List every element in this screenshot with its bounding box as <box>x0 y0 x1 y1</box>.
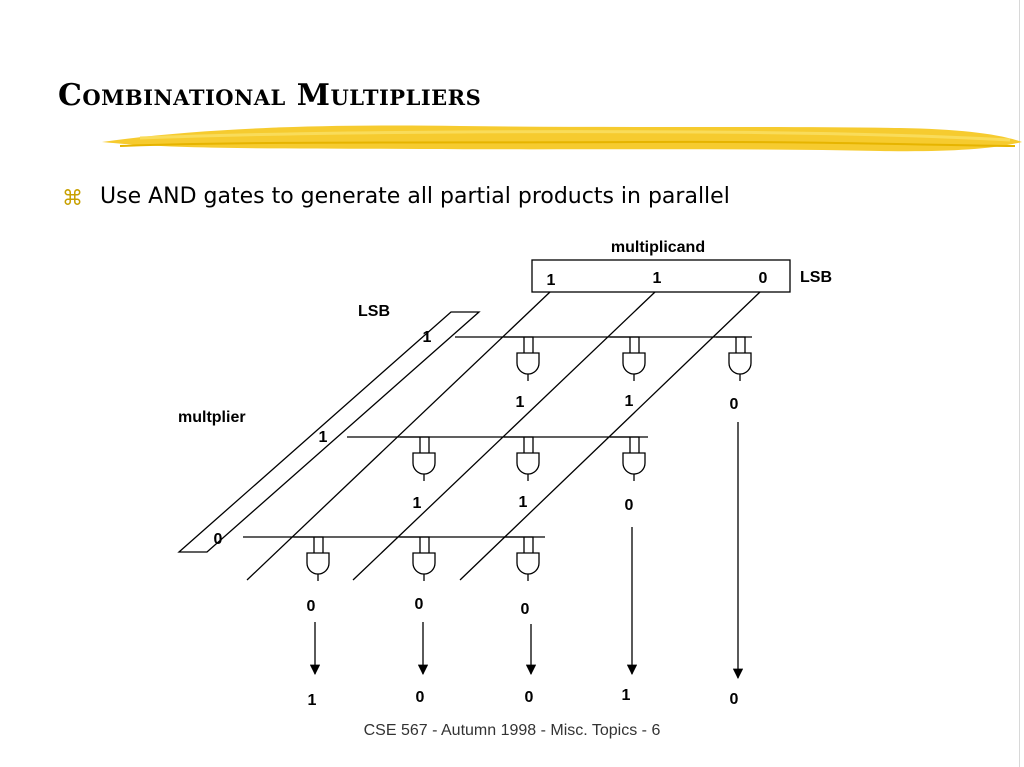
command-icon: ⌘ <box>62 186 83 210</box>
partial-product-1-2: 1 <box>413 495 422 512</box>
partial-product-0-1: 1 <box>625 393 634 410</box>
multiplicand-lsb-label: LSB <box>800 269 832 286</box>
multiplicand-label: multiplicand <box>611 239 705 256</box>
and-gate <box>400 436 436 481</box>
and-gate <box>610 336 646 381</box>
result-bit-4: 1 <box>308 692 317 709</box>
and-gate <box>294 536 330 581</box>
multiplier-label: multplier <box>178 409 246 426</box>
and-gate <box>610 436 646 481</box>
partial-product-1-1: 1 <box>519 494 528 511</box>
and-gate <box>716 336 752 381</box>
partial-product-2-0: 0 <box>521 601 530 618</box>
and-gate <box>504 536 540 581</box>
partial-product-2-2: 0 <box>307 598 316 615</box>
multiplier-bit-2: 0 <box>214 531 223 548</box>
partial-product-2-1: 0 <box>415 596 424 613</box>
and-gate <box>504 436 540 481</box>
multiplier-lsb-label: LSB <box>358 303 390 320</box>
multiplicand-bit-0: 0 <box>759 270 768 287</box>
page-title: Combinational Multipliers <box>58 78 482 113</box>
multiplicand-bit-lines <box>246 291 761 581</box>
multiplier-register <box>177 311 481 553</box>
multiplier-bit-0: 1 <box>423 329 432 346</box>
slide-footer: CSE 567 - Autumn 1998 - Misc. Topics - 6 <box>363 722 661 739</box>
multiplier-bit-1: 1 <box>319 429 328 446</box>
multiplicand-register <box>531 259 791 293</box>
and-gate <box>400 536 436 581</box>
result-bit-3: 0 <box>416 689 425 706</box>
result-bit-1: 1 <box>622 687 631 704</box>
multiplicand-bit-1: 1 <box>653 270 662 287</box>
partial-product-1-0: 0 <box>625 497 634 514</box>
slide-edge <box>1019 0 1020 767</box>
partial-product-0-2: 1 <box>516 394 525 411</box>
result-bit-2: 0 <box>525 689 534 706</box>
result-bit-0: 0 <box>730 691 739 708</box>
partial-product-0-0: 0 <box>730 396 739 413</box>
multiplicand-bit-2: 1 <box>547 272 556 289</box>
and-gate-array <box>294 336 752 581</box>
and-gate <box>504 336 540 381</box>
bullet-text: Use AND gates to generate all partial pr… <box>100 184 730 209</box>
